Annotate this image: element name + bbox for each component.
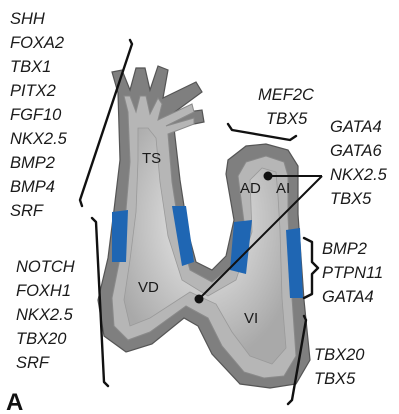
panel-label: A <box>6 389 23 414</box>
gene-label: NKX2.5 <box>16 306 74 324</box>
ventricle-pointer-dot <box>195 295 204 304</box>
av-canal-bracket <box>304 238 318 298</box>
gene-label: TBX20 <box>16 330 67 348</box>
gene-label: SRF <box>10 202 44 220</box>
gene-label: SRF <box>16 354 50 372</box>
gene-label: TBX5 <box>314 370 356 388</box>
gene-label: TBX5 <box>330 190 372 208</box>
gene-label: FOXH1 <box>16 282 71 300</box>
gene-label: MEF2C <box>258 86 314 104</box>
region-label-vd: VD <box>138 279 159 296</box>
gene-label: TBX20 <box>314 346 365 364</box>
atria-gene-list: GATA4 GATA6 NKX2.5 TBX5 <box>330 118 388 208</box>
gene-label: FOXA2 <box>10 34 64 52</box>
outflow-gene-list: SHH FOXA2 TBX1 PITX2 FGF10 NKX2.5 BMP2 B… <box>10 10 68 220</box>
region-label-ts: TS <box>142 150 161 167</box>
gene-label: GATA4 <box>330 118 382 136</box>
region-label-vi: VI <box>244 310 258 327</box>
region-label-ad: AD <box>240 180 261 197</box>
av-canal-gene-list: BMP2 PTPN11 GATA4 <box>322 240 383 306</box>
gene-label: GATA6 <box>330 142 382 160</box>
gene-label: SHH <box>10 10 45 28</box>
gene-label: TBX1 <box>10 58 51 76</box>
gene-label: TBX5 <box>266 110 308 128</box>
gene-label: NKX2.5 <box>330 166 388 184</box>
atria-pointer-dot <box>264 172 273 181</box>
gene-label: BMP2 <box>10 154 55 172</box>
inflow-gene-list: MEF2C TBX5 <box>258 86 314 128</box>
gene-label: NOTCH <box>16 258 75 276</box>
left-ventricle-gene-list: NOTCH FOXH1 NKX2.5 TBX20 SRF <box>16 258 75 372</box>
gene-label: FGF10 <box>10 106 62 124</box>
gene-label: PTPN11 <box>322 264 383 282</box>
gene-label: PITX2 <box>10 82 56 100</box>
right-ventricle-gene-list: TBX20 TBX5 <box>314 346 365 388</box>
cushion-left <box>112 210 128 262</box>
region-label-ai: AI <box>276 180 290 197</box>
gene-label: BMP4 <box>10 178 55 196</box>
gene-label: BMP2 <box>322 240 367 258</box>
gene-label: NKX2.5 <box>10 130 68 148</box>
gene-label: GATA4 <box>322 288 374 306</box>
